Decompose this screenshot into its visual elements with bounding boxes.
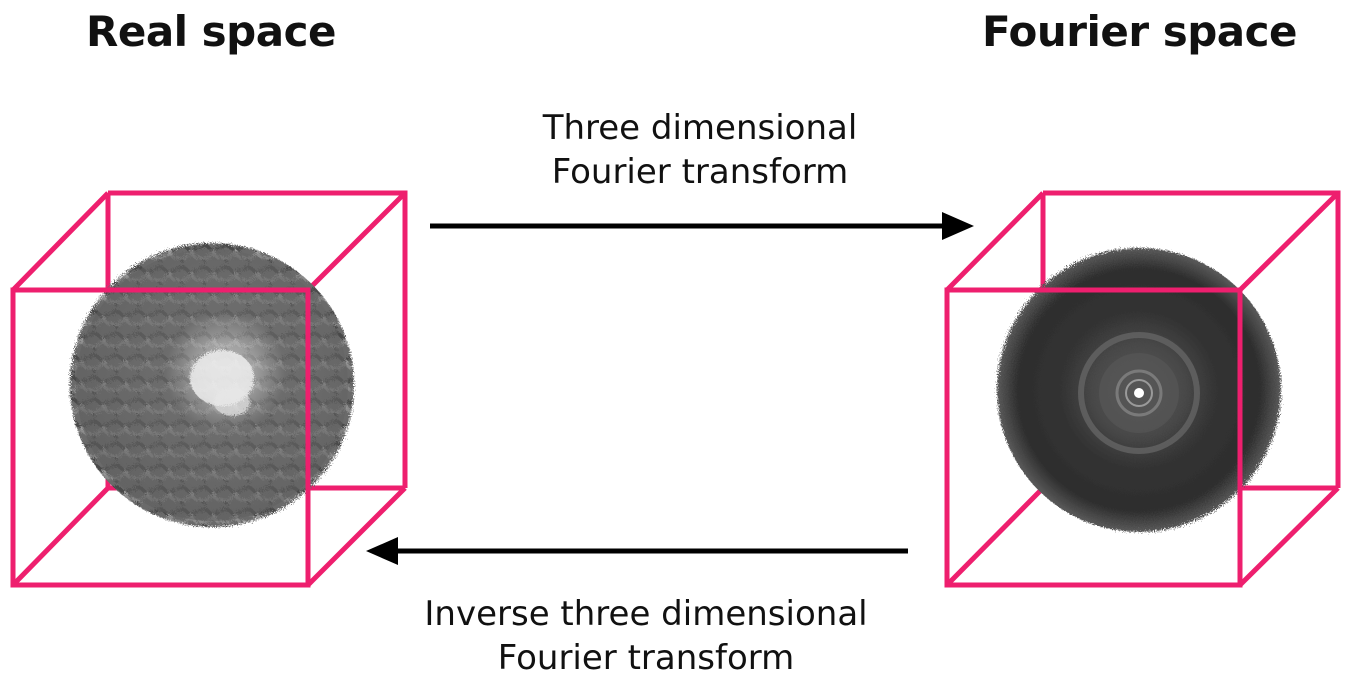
forward-transform-label: Three dimensional Fourier transform bbox=[543, 106, 858, 194]
inverse-transform-arrow bbox=[366, 537, 908, 565]
inverse-transform-line2: Fourier transform bbox=[497, 638, 795, 678]
real-space-title: Real space bbox=[86, 7, 336, 56]
fourier-space-cube bbox=[944, 190, 1341, 588]
fourier-transform-sphere bbox=[997, 248, 1281, 532]
fourier-cube-front-face bbox=[944, 287, 1340, 588]
fourier-space-title: Fourier space bbox=[982, 7, 1297, 56]
forward-transform-line2: Fourier transform bbox=[551, 152, 849, 192]
inverse-transform-line1: Inverse three dimensional bbox=[424, 594, 868, 634]
forward-transform-line1: Three dimensional bbox=[542, 108, 858, 148]
inverse-transform-label: Inverse three dimensional Fourier transf… bbox=[424, 592, 867, 680]
real-space-cube bbox=[10, 190, 408, 588]
forward-transform-arrow bbox=[430, 212, 974, 240]
real-cube-front-face bbox=[10, 287, 407, 588]
protein-density-map bbox=[70, 243, 354, 527]
